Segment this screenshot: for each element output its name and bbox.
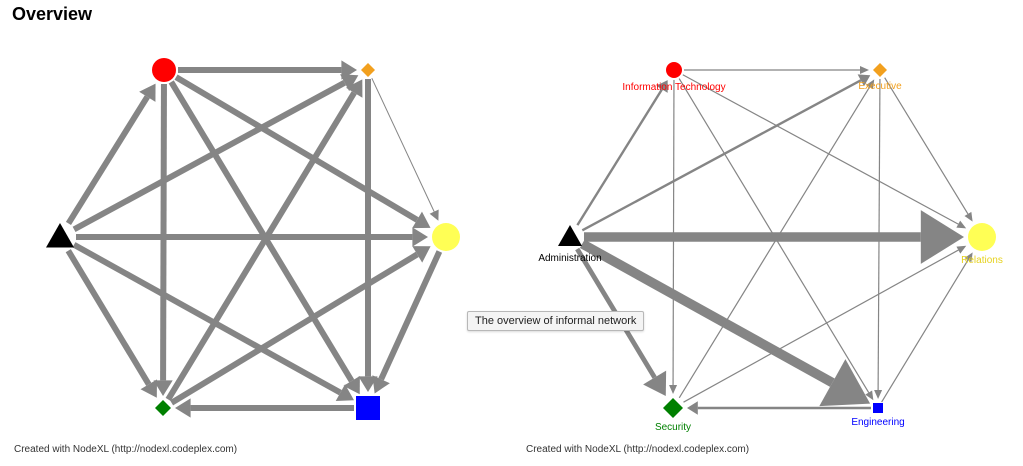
edge-arrowhead xyxy=(175,398,191,418)
edge-arrowhead xyxy=(669,384,678,395)
edge-sec-sales xyxy=(170,251,419,406)
node-admin[interactable] xyxy=(558,225,582,246)
edge-arrowhead xyxy=(412,227,428,247)
node-sec[interactable] xyxy=(663,398,683,418)
node-label-sec: Security xyxy=(655,422,691,433)
edge-arrowhead xyxy=(412,211,431,229)
node-label-sales: Relations xyxy=(961,255,1003,266)
edge-arrowhead xyxy=(857,74,871,87)
nodexl-credit-left: Created with NodeXL (http://nodexl.codep… xyxy=(14,444,238,455)
node-eng[interactable] xyxy=(356,396,380,420)
edge-arrowhead xyxy=(819,359,871,407)
page-title: Overview xyxy=(12,4,93,24)
edge-arrowhead xyxy=(964,252,973,263)
network-graph-right: Information Technology ExecutiveRelations… xyxy=(538,62,1003,433)
edge-it-sales xyxy=(174,74,419,223)
edge-arrowhead xyxy=(920,210,964,264)
edge-arrowhead xyxy=(865,390,874,401)
edge-arrowhead xyxy=(358,376,378,392)
edge-sales-eng xyxy=(378,250,443,381)
edge-arrowhead xyxy=(372,375,390,394)
edge-it-sales xyxy=(682,74,959,225)
edge-arrowhead xyxy=(866,79,875,90)
node-label-eng: Engineering xyxy=(851,417,904,428)
node-label-it: Information Technology xyxy=(622,82,725,93)
edge-arrowhead xyxy=(656,80,668,93)
node-admin[interactable] xyxy=(46,223,74,248)
edge-admin-exec xyxy=(72,80,347,233)
edge-arrowhead xyxy=(429,209,439,221)
edge-eng-sales xyxy=(881,259,969,403)
edge-arrowhead xyxy=(643,370,667,397)
edge-arrowhead xyxy=(153,380,173,397)
edge-arrowhead xyxy=(687,401,698,415)
edge-arrowhead xyxy=(139,83,156,102)
edge-arrowhead xyxy=(412,246,431,263)
edge-admin-it xyxy=(576,88,663,226)
edge-sec-exec xyxy=(678,86,871,399)
edge-arrowhead xyxy=(345,79,363,98)
node-sec[interactable] xyxy=(155,400,171,416)
edge-sec-exec xyxy=(165,91,357,402)
network-graph-left xyxy=(46,58,460,420)
nodexl-credit-right: Created with NodeXL (http://nodexl.codep… xyxy=(526,444,750,455)
edge-exec-sales xyxy=(371,77,435,212)
edge-it-sec xyxy=(160,83,167,381)
edge-arrowhead xyxy=(964,211,973,222)
node-sales[interactable] xyxy=(968,223,996,251)
edge-admin-eng xyxy=(72,242,342,396)
node-it[interactable] xyxy=(152,58,176,82)
edge-sec-sales xyxy=(683,249,959,403)
node-exec[interactable] xyxy=(873,63,887,77)
edge-arrowhead xyxy=(860,66,869,74)
edge-arrowhead xyxy=(140,379,157,398)
edge-admin-eng xyxy=(579,239,835,387)
node-it[interactable] xyxy=(666,62,682,78)
edge-arrowhead xyxy=(874,389,883,400)
edge-admin-exec xyxy=(581,79,862,232)
node-sales[interactable] xyxy=(432,223,460,251)
edge-arrowhead xyxy=(343,375,360,395)
node-eng[interactable] xyxy=(873,403,883,413)
node-label-admin: Administration xyxy=(538,253,601,264)
edge-arrowhead xyxy=(956,220,967,229)
edge-admin-sec xyxy=(65,249,152,386)
edge-admin-it xyxy=(65,95,150,226)
node-exec[interactable] xyxy=(361,63,375,77)
edge-arrowhead xyxy=(335,384,355,402)
edge-arrowhead xyxy=(956,245,967,254)
graph-tooltip: The overview of informal network xyxy=(467,311,645,331)
edge-exec-sales xyxy=(884,77,969,215)
edge-arrowhead xyxy=(340,74,359,92)
edge-it-eng xyxy=(168,80,355,383)
node-label-exec: Executive xyxy=(858,81,902,92)
